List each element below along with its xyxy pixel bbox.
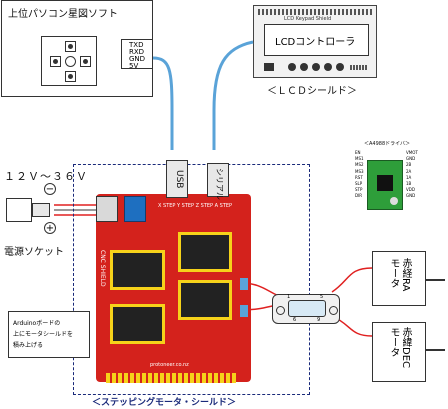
dsub-pin-label: 6 <box>293 317 297 323</box>
driver-pin-label: 1B <box>406 181 412 187</box>
minus-terminal-icon: − <box>44 183 56 195</box>
driver-pin-label: STP <box>355 187 363 193</box>
keypad-left-button-icon <box>50 56 61 67</box>
dsub-pin-label: 1 <box>287 294 291 300</box>
pin-rxd: RXD <box>129 48 145 56</box>
voltage-label: １２Ｖ～３６Ｖ <box>4 170 88 183</box>
dec-motor-label: 赤緯DEC モータ <box>388 327 411 369</box>
board-bottom-header <box>106 373 236 383</box>
ra-motor-label: 赤経RA モータ <box>388 258 411 292</box>
driver-slot-z <box>110 250 165 290</box>
dsub-screw-right-icon <box>329 306 338 315</box>
driver-pin-label: MS3 <box>355 168 364 174</box>
plus-terminal-icon: + <box>44 222 56 234</box>
board-brand: protoneer.co.nz <box>150 362 189 368</box>
pin-5v: 5V <box>129 62 139 70</box>
a4988-driver-board <box>367 160 403 210</box>
driver-title: ＜A4988ドライバ＞ <box>364 141 411 147</box>
dec-motor: 赤緯DEC モータ <box>372 322 426 382</box>
power-terminal-block <box>96 196 118 222</box>
keypad-up-button-icon <box>65 41 76 52</box>
note-line: 積み上げる <box>13 342 44 349</box>
serial-label: シリアル <box>215 168 224 200</box>
lcd-header-text: LCD Keypad Shield <box>284 16 332 22</box>
socket-label: 電源ソケット <box>4 247 64 258</box>
usb-port <box>166 160 188 198</box>
driver-pin-label: 2B <box>406 162 412 168</box>
driver-slot-x <box>178 232 232 272</box>
lcd-screen: LCDコントローラ <box>264 24 369 56</box>
driver-chip-icon <box>377 175 393 191</box>
driver-pin-label: GND <box>406 156 416 162</box>
board-caption: ＜ステッピングモータ・シールド＞ <box>92 398 237 408</box>
pin-txd: TXD <box>129 41 144 49</box>
pc-title: 上位パソコン星図ソフト <box>8 9 118 20</box>
pin-gnd: GND <box>129 55 146 63</box>
lcd-cable <box>212 40 254 150</box>
usb-cable <box>152 56 174 150</box>
driver-pin-label: DIR <box>355 193 363 199</box>
driver-left-pins: EN MS1 MS2 MS3 RST SLP STP DIR <box>355 150 364 200</box>
arduino-note-box: Arduinoボードの 上にモータシールドを 積み上げる <box>8 311 90 358</box>
driver-pin-label: VDD <box>406 187 415 193</box>
ra-motor-cable <box>331 267 373 293</box>
keypad-right-button-icon <box>80 56 91 67</box>
driver-pin-label: RST <box>355 174 363 180</box>
lcd-screen-text: LCDコントローラ <box>275 37 356 48</box>
driver-pot-icon <box>390 197 398 205</box>
power-socket-icon <box>6 198 32 222</box>
serial-pin-block: TXD RXD GND 5V <box>121 39 153 70</box>
serial-port <box>207 163 229 197</box>
lcd-shield: LCD Keypad Shield LCDコントローラ <box>253 5 377 78</box>
board-silk-top: X STEP Y STEP Z STEP A STEP <box>158 203 233 209</box>
note-line: 上にモータシールドを <box>13 331 74 338</box>
driver-pin-label: MS1 <box>355 156 364 162</box>
driver-pin-label: GND <box>406 193 416 199</box>
keypad-down-button-icon <box>65 71 76 82</box>
driver-pin-label: SLP <box>355 181 363 187</box>
usb-label: USB <box>174 170 184 189</box>
lcd-keypad-buttons <box>262 62 370 72</box>
dsub-connector: 1 6 5 9 <box>272 294 340 324</box>
driver-pin-label: 2A <box>406 168 412 174</box>
board-silk-side: CNC SHIELD <box>99 250 106 287</box>
driver-pin-label: MS2 <box>355 162 364 168</box>
shield-area-outline <box>73 164 310 395</box>
dsub-body <box>288 300 326 317</box>
motor-connector-y <box>240 305 248 317</box>
plus-symbol: + <box>45 223 55 234</box>
dsub-screw-left-icon <box>276 306 285 315</box>
lcd-caption: ＜ＬＣＤシールド＞ <box>267 86 357 97</box>
driver-slot-y <box>178 280 232 320</box>
note-line: Arduinoボードの <box>13 320 61 327</box>
blue-terminal <box>124 196 146 222</box>
driver-right-pins: VMOT GND 2B 2A 1A 1B VDD GND <box>406 150 418 200</box>
lcd-header-pins <box>258 9 372 15</box>
keypad-icon <box>41 36 97 86</box>
keypad-center-button-icon <box>65 56 76 67</box>
minus-symbol: − <box>45 184 55 195</box>
ra-motor: 赤経RA モータ <box>372 251 426 306</box>
driver-pin-label: EN <box>355 150 361 155</box>
dsub-pin-label: 9 <box>317 317 321 323</box>
dsub-pin-label: 5 <box>320 294 324 300</box>
motor-connector-x <box>240 278 248 290</box>
driver-pin-label: 1A <box>406 174 412 180</box>
driver-slot-a <box>110 304 165 344</box>
power-socket-barrel <box>32 203 50 217</box>
driver-pin-label: VMOT <box>406 150 418 155</box>
